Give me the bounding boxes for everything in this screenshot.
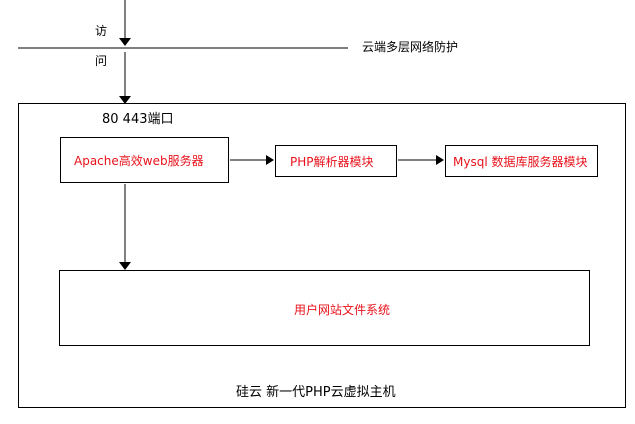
hosting-frame	[18, 103, 626, 408]
access-arrow-bottom-head	[119, 96, 131, 104]
access-arrow-top-head	[119, 38, 131, 46]
mysql-label: Mysql 数据库服务器模块	[453, 155, 588, 169]
access-label-2: 问	[95, 54, 108, 68]
filesystem-box: 用户网站文件系统	[59, 270, 590, 346]
apache-box: Apache高效web服务器	[60, 137, 229, 183]
php-box: PHP解析器模块	[275, 145, 397, 177]
php-label: PHP解析器模块	[290, 155, 374, 169]
ports-label: 80 443端口	[102, 112, 174, 127]
apache-fs-arrow-head	[119, 262, 131, 270]
php-mysql-arrow-head	[436, 155, 444, 165]
access-label-1: 访	[95, 24, 108, 38]
filesystem-label: 用户网站文件系统	[294, 303, 391, 317]
apache-label: Apache高效web服务器	[74, 154, 204, 168]
product-label: 硅云 新一代PHP云虚拟主机	[236, 385, 396, 400]
cloud-protection-label: 云端多层网络防护	[362, 40, 459, 54]
apache-php-arrow-head	[266, 155, 274, 165]
mysql-box: Mysql 数据库服务器模块	[445, 145, 598, 177]
